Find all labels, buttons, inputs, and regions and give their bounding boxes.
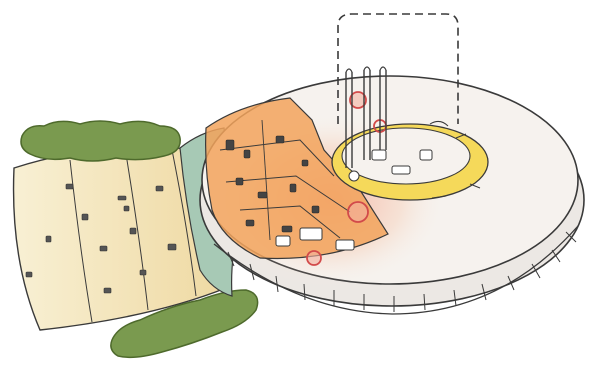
yellow-ring-walkway [332, 124, 488, 200]
hedge-top-left [21, 121, 180, 161]
